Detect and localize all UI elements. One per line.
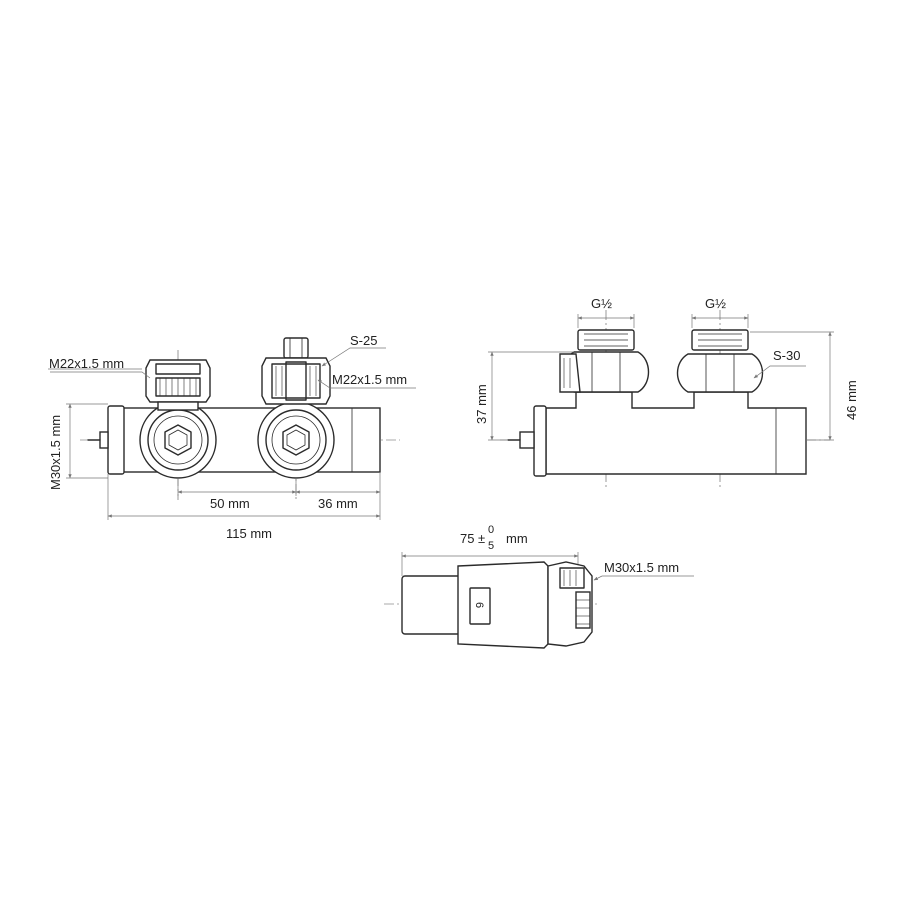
side-left-stem: [519, 431, 535, 449]
label-s30: S-30: [773, 348, 800, 363]
leader-m30-head: [593, 575, 694, 581]
label-dim-46: 46 mm: [844, 380, 859, 420]
label-dim-115: 115 mm: [226, 526, 272, 541]
side-body: [545, 391, 807, 475]
label-m22-right: M22x1.5 mm: [332, 372, 407, 387]
head-coupling: [547, 561, 593, 647]
side-right-fitting: [676, 329, 764, 393]
label-m22-left: M22x1.5 mm: [49, 356, 124, 371]
label-dim-75: 75: [460, 531, 474, 546]
label-dim-50: 50 mm: [210, 496, 250, 511]
label-dim-75-unit: mm: [506, 531, 528, 546]
side-left-fitting: [559, 329, 650, 393]
label-dim-75-upper: 0: [488, 524, 494, 536]
label-dim-37: 37 mm: [474, 384, 489, 424]
label-m30-head: M30x1.5 mm: [604, 560, 679, 575]
side-view: G½ G½ S-30 37 mm 46 mm: [474, 296, 859, 490]
leader-s30: [753, 365, 806, 379]
label-dim-36: 36 mm: [318, 496, 358, 511]
label-g-left: G½: [591, 296, 612, 311]
side-left-flange: [533, 405, 547, 477]
label-s25: S-25: [350, 333, 377, 348]
leader-s25: [321, 347, 386, 367]
front-left-fitting: [145, 359, 211, 411]
label-dim-75-pm: ±: [478, 531, 485, 546]
label-m30-vertical: M30x1.5 mm: [48, 415, 63, 490]
front-view: M22x1.5 mm S-25 M22x1.5 mm M30x1.5 mm 50…: [48, 333, 416, 541]
front-right-fitting: [261, 337, 331, 405]
head-scale-window: [469, 587, 491, 625]
leader-m22-left: [50, 371, 151, 379]
front-left-nut: [139, 401, 217, 479]
label-dim-75-lower: 5: [488, 540, 494, 552]
head-view: 6 75 ± 0 5 mm M30x1.5 mm: [384, 524, 694, 649]
head-knob: [401, 575, 463, 635]
head-scale-mark: 6: [473, 602, 485, 608]
label-g-right: G½: [705, 296, 726, 311]
front-left-flange: [107, 405, 125, 475]
front-right-nut: [257, 401, 335, 479]
front-left-stem: [99, 431, 109, 449]
leader-m22-right: [317, 379, 416, 389]
